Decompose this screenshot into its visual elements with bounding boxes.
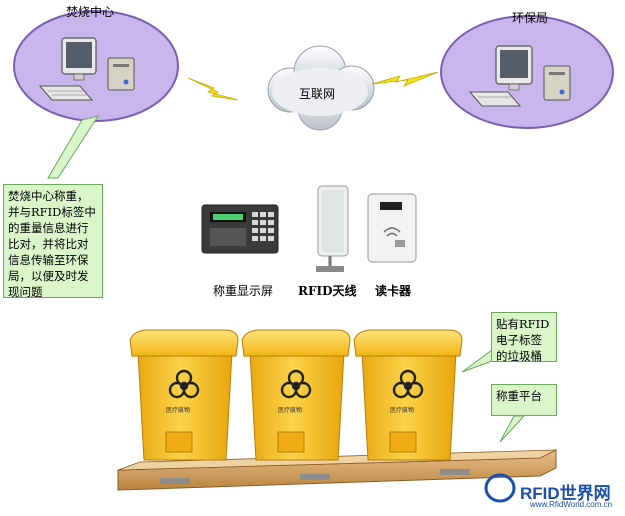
rfid-antenna-device xyxy=(316,185,349,272)
card-reader-device xyxy=(367,193,417,263)
bureau-node xyxy=(440,15,614,129)
center-note: 焚烧中心称重，并与RFID标签中的重量信息进行比对，并将比对信息传输至环保局，以… xyxy=(3,184,103,299)
rfid-world-logo-url: www.RfidWorld.com.cn xyxy=(530,500,613,509)
center-title: 焚烧中心 xyxy=(66,5,115,19)
waste-bin-3 xyxy=(353,329,463,461)
card-reader-label: 读卡器 xyxy=(375,284,412,298)
bureau-computer-icon xyxy=(468,45,571,107)
center-computer-icon xyxy=(38,37,135,101)
internet-cloud xyxy=(267,45,375,131)
platform-note: 称重平台 xyxy=(491,384,557,416)
rfid-world-logo-name: RFID世界网 xyxy=(520,484,611,503)
center-callout-tail xyxy=(47,115,100,179)
lightning-link-left xyxy=(187,77,239,101)
incineration-center-node xyxy=(13,10,179,179)
internet-label: 互联网 xyxy=(299,87,336,101)
bin-1-text: 医疗废物 xyxy=(166,407,191,414)
bin-3-text: 医疗废物 xyxy=(390,407,415,414)
bin-2-text: 医疗废物 xyxy=(278,407,303,414)
bin-note: 贴有RFID电子标签的垃圾桶 xyxy=(491,312,557,363)
lightning-link-right xyxy=(371,71,439,87)
platform-callout-tail xyxy=(499,415,526,443)
waste-bin-2 xyxy=(241,329,351,461)
scale-display-label: 称重显示屏 xyxy=(213,284,274,298)
scale-display-device xyxy=(201,204,279,254)
rfid-antenna-label: RFID天线 xyxy=(298,284,357,298)
bureau-title: 环保局 xyxy=(512,11,549,25)
waste-bin-1 xyxy=(129,329,239,461)
rfid-world-logo-icon xyxy=(484,473,516,503)
